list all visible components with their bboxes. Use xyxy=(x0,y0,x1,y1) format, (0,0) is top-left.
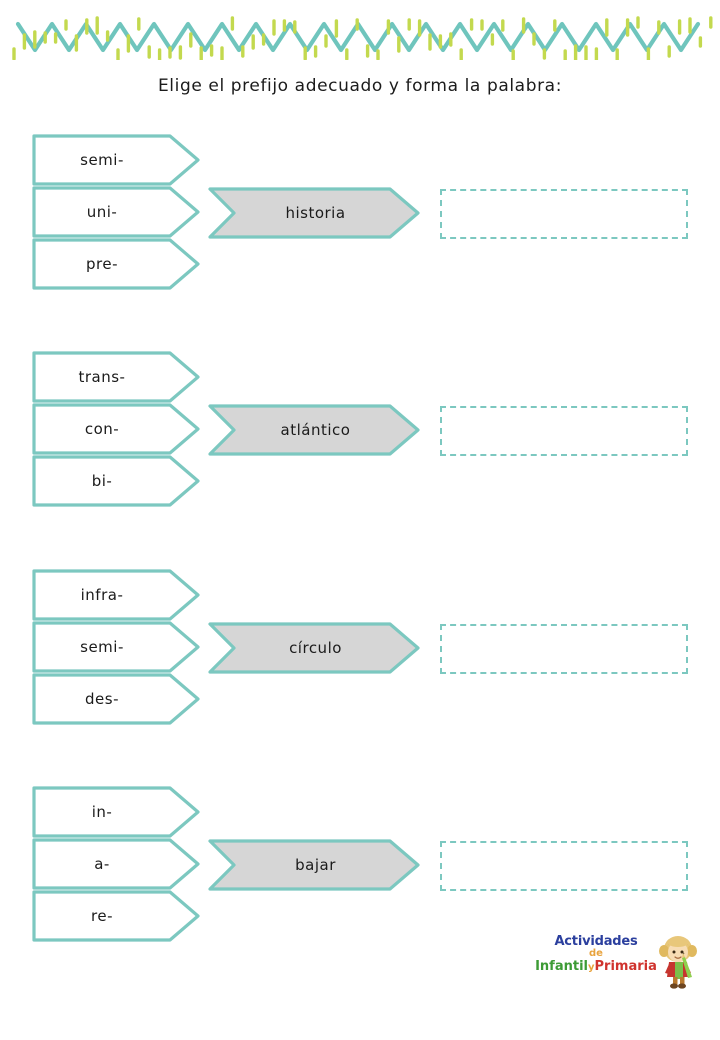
prefix-option[interactable]: in- xyxy=(32,786,200,838)
exercise-row: in- a- re- bajar xyxy=(0,786,720,946)
exercise-row: trans- con- bi- atlántico xyxy=(0,351,720,511)
prefix-options-group: semi- uni- pre- xyxy=(32,134,200,291)
prefix-options-group: infra- semi- des- xyxy=(32,569,200,726)
prefix-option[interactable]: uni- xyxy=(32,186,200,238)
brand-line-actividades: Actividades xyxy=(554,934,638,949)
brand-word-y: y xyxy=(588,961,595,973)
root-word-chip: atlántico xyxy=(208,404,420,456)
prefix-option[interactable]: bi- xyxy=(32,455,200,507)
root-word-chip: bajar xyxy=(208,839,420,891)
prefix-option[interactable]: trans- xyxy=(32,351,200,403)
prefix-options-group: in- a- re- xyxy=(32,786,200,943)
brand-line-infantil-primaria: InfantilyPrimaria xyxy=(534,958,658,974)
brand-logo-text: Actividades de InfantilyPrimaria xyxy=(534,934,658,974)
brand-logo: Actividades de InfantilyPrimaria xyxy=(534,933,710,995)
prefix-option[interactable]: infra- xyxy=(32,569,200,621)
exercise-row: infra- semi- des- círculo xyxy=(0,569,720,729)
brand-word-primaria: Primaria xyxy=(594,958,657,974)
prefix-option[interactable]: des- xyxy=(32,673,200,725)
child-with-pencil-icon xyxy=(659,936,697,989)
prefix-option[interactable]: a- xyxy=(32,838,200,890)
answer-input-box[interactable] xyxy=(440,841,688,891)
root-word-chip: historia xyxy=(208,187,420,239)
prefix-options-group: trans- con- bi- xyxy=(32,351,200,508)
prefix-option[interactable]: semi- xyxy=(32,134,200,186)
zigzag-pattern-top xyxy=(12,16,713,60)
prefix-option[interactable]: con- xyxy=(32,403,200,455)
prefix-option[interactable]: pre- xyxy=(32,238,200,290)
exercise-row: semi- uni- pre- historia xyxy=(0,134,720,294)
answer-input-box[interactable] xyxy=(440,189,688,239)
top-decorative-border xyxy=(0,14,720,60)
brand-line-de: de xyxy=(589,948,603,960)
answer-input-box[interactable] xyxy=(440,406,688,456)
brand-word-infantil: Infantil xyxy=(535,958,588,974)
page-title: Elige el prefijo adecuado y forma la pal… xyxy=(157,76,563,96)
answer-input-box[interactable] xyxy=(440,624,688,674)
root-word-chip: círculo xyxy=(208,622,420,674)
prefix-option[interactable]: semi- xyxy=(32,621,200,673)
prefix-option[interactable]: re- xyxy=(32,890,200,942)
